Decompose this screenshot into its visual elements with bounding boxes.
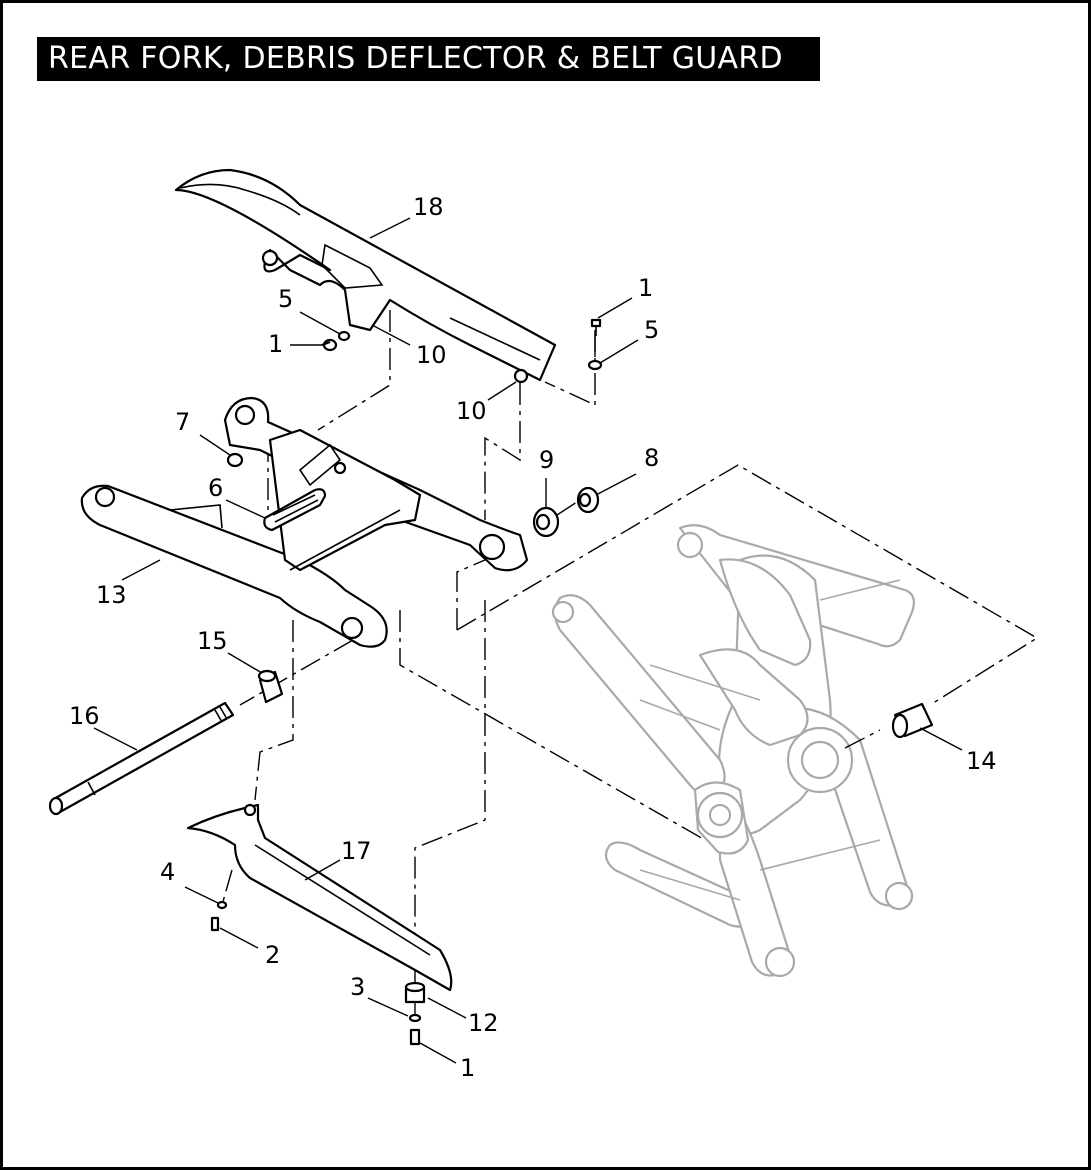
fasteners [210,318,603,1046]
frame-reference-ghost [551,524,915,978]
callout-12: 12 [468,1009,499,1037]
callout-14: 14 [966,747,997,775]
diagram-title: REAR FORK, DEBRIS DEFLECTOR & BELT GUARD [37,37,820,81]
callout-18: 18 [413,193,444,221]
callout-labels: 18 1 5 5 1 10 10 7 9 8 6 13 15 16 14 17 … [69,193,997,1082]
callout-10-left: 10 [416,341,447,369]
callout-2: 2 [265,941,280,969]
callout-1-lower: 1 [460,1054,475,1082]
callout-8: 8 [644,444,659,472]
washer-part-5-upper-left [337,330,351,342]
screw-part-1-upper-right [590,318,602,336]
callout-7: 7 [175,408,190,436]
washer-part-5-upper-right [587,359,603,371]
debris-deflector-part-6 [263,488,327,532]
callout-4: 4 [160,858,175,886]
pivot-shaft-part-16 [48,701,235,816]
lower-belt-guard-part-17 [186,803,453,992]
callout-1-upper-left: 1 [268,330,283,358]
callout-13: 13 [96,581,127,609]
bearing-part-9 [532,506,560,538]
screw-part-1-lower [409,1028,421,1046]
leader-lines [93,217,963,1064]
washer-part-4 [216,900,228,910]
screw-part-2 [210,916,220,932]
washer-part-3 [408,1013,422,1023]
callout-5-upper-right: 5 [644,316,659,344]
callout-5-upper-left: 5 [278,285,293,313]
callout-15: 15 [197,627,228,655]
bearing-cap-part-8 [576,486,600,514]
screw-part-1-upper-left [321,338,338,352]
callout-3: 3 [350,973,365,1001]
belt-guard-part-18 [174,168,557,384]
callout-10-right: 10 [456,397,487,425]
callout-9: 9 [539,446,554,474]
callout-17: 17 [341,837,372,865]
plug-part-7 [226,452,244,468]
callout-16: 16 [69,702,100,730]
callout-1-upper-right: 1 [638,274,653,302]
callout-6: 6 [208,474,223,502]
spacer-part-15 [257,669,284,704]
rear-fork-part-13 [80,396,529,648]
sleeve-part-14 [891,702,934,739]
grommet-part-12 [404,981,426,1004]
